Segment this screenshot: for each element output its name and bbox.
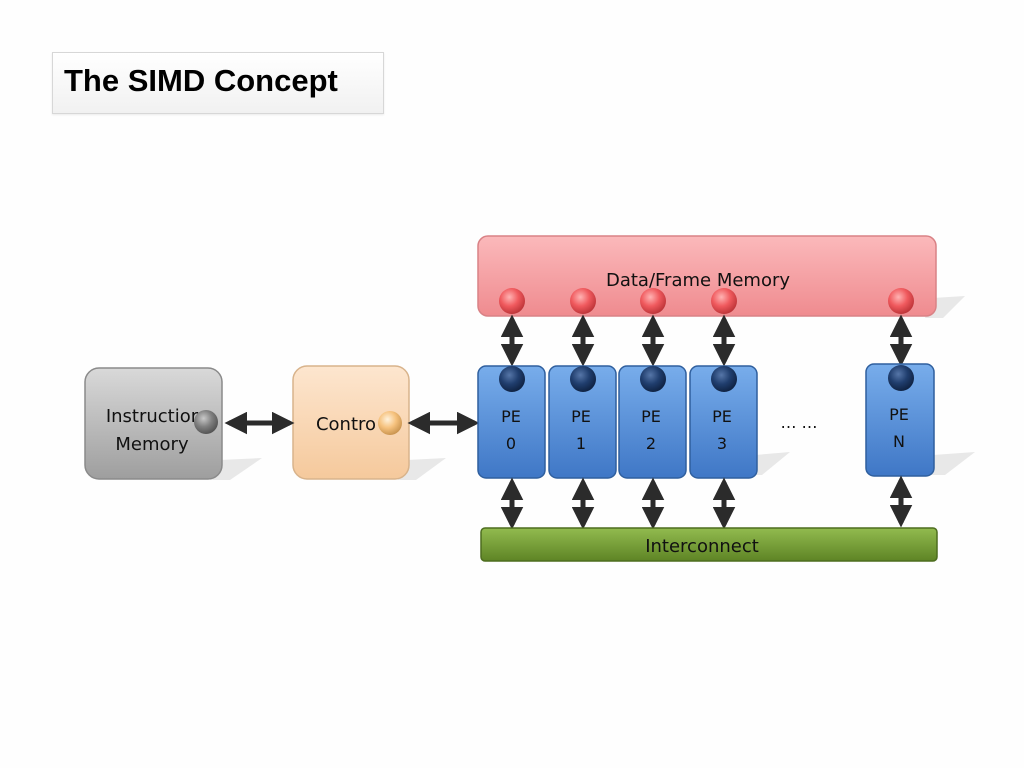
box-shadows — [210, 296, 975, 480]
pe-n-label-1: PE — [889, 405, 909, 424]
pe-0-label-2: 0 — [506, 434, 516, 453]
pe-0-label-1: PE — [501, 407, 521, 426]
pe-2-label-1: PE — [641, 407, 661, 426]
memory-port-2 — [640, 288, 666, 314]
pe-n: PE N — [865, 363, 935, 477]
control-unit: Contro — [292, 365, 410, 480]
pe-0: PE 0 — [477, 365, 546, 479]
pe-3-label-1: PE — [712, 407, 732, 426]
memory-port-n — [888, 288, 914, 314]
instruction-memory-label-2: Memory — [115, 434, 189, 455]
memory-port-0 — [499, 288, 525, 314]
control-label: Contro — [316, 414, 376, 435]
instruction-memory-port — [194, 410, 218, 434]
memory-port-3 — [711, 288, 737, 314]
pe-1: PE 1 — [548, 365, 617, 479]
instruction-memory-label-1: Instructior — [106, 406, 199, 427]
title-box: The SIMD Concept — [52, 52, 384, 114]
memory-port-1 — [570, 288, 596, 314]
data-frame-memory: Data/Frame Memory — [477, 235, 937, 317]
pe-ellipsis: … … — [780, 413, 817, 432]
pe-3: PE 3 — [689, 365, 758, 479]
memory-pe-arrows — [500, 314, 913, 367]
pe-interconnect-arrows — [500, 475, 913, 530]
pe-n-label-2: N — [893, 432, 905, 451]
data-frame-memory-label: Data/Frame Memory — [606, 270, 790, 291]
pe-2: PE 2 — [618, 365, 687, 479]
page-title: The SIMD Concept — [64, 63, 338, 98]
interconnect-label: Interconnect — [645, 536, 759, 557]
interconnect: Interconnect — [480, 527, 938, 562]
pe-3-label-2: 3 — [717, 434, 727, 453]
pe-1-label-2: 1 — [576, 434, 586, 453]
pe-2-label-2: 2 — [646, 434, 656, 453]
pe-1-label-1: PE — [571, 407, 591, 426]
instruction-memory: Instructior Memory — [84, 367, 223, 480]
control-port — [378, 411, 402, 435]
